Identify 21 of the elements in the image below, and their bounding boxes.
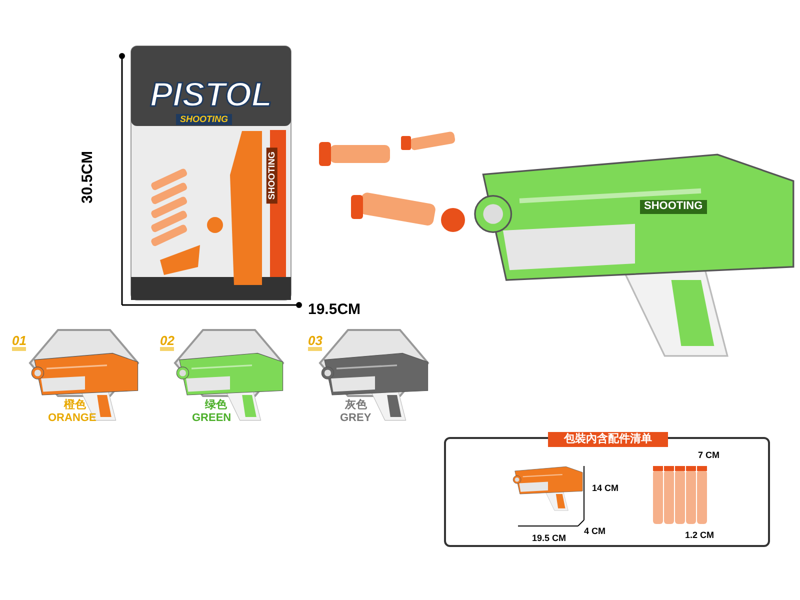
dimension-label: 19.5 CM bbox=[532, 534, 566, 543]
package-title: PISTOL bbox=[150, 78, 272, 112]
dimension-label: 14 CM bbox=[592, 484, 619, 493]
variant-number: 01 bbox=[12, 334, 26, 351]
color-name: GREEN bbox=[192, 413, 232, 424]
color-name: 灰色 bbox=[345, 400, 367, 411]
package-subtitle: SHOOTING bbox=[176, 114, 232, 126]
color-name: 橙色 bbox=[64, 400, 86, 411]
dimension-label: 1.2 CM bbox=[685, 531, 714, 540]
color-name: 绿色 bbox=[205, 400, 227, 411]
package-side-text: SHOOTING bbox=[266, 148, 278, 204]
dimension-label: 19.5CM bbox=[308, 300, 361, 320]
color-name: ORANGE bbox=[48, 413, 96, 424]
dimension-label: 7 CM bbox=[698, 451, 720, 460]
gun-print-text: SHOOTING bbox=[640, 200, 707, 214]
color-name: GREY bbox=[340, 413, 372, 424]
variant-number: 02 bbox=[160, 334, 174, 351]
panel-heading-banner: 包裝內含配件清单 bbox=[548, 432, 668, 447]
variant-number: 03 bbox=[308, 334, 322, 351]
dimension-label: 4 CM bbox=[584, 527, 606, 536]
dimension-label: 30.5CM bbox=[78, 150, 98, 204]
